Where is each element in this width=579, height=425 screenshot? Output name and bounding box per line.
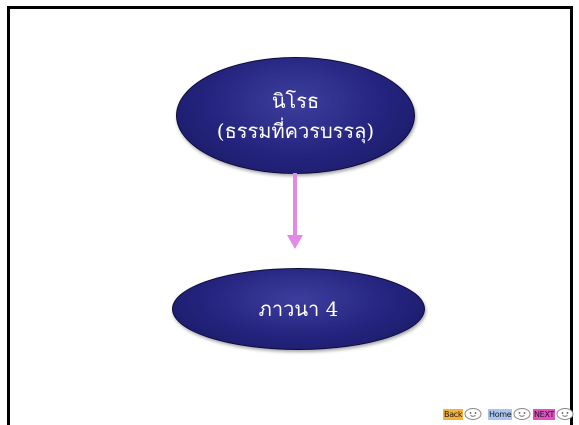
node-nirodha-subtitle: (ธรรมที่ควรบรรลุ): [216, 118, 375, 143]
next-button[interactable]: NEXT: [533, 406, 574, 420]
node-bhavana-label: ภาวนา 4: [258, 297, 339, 321]
home-button-label: Home: [488, 409, 513, 420]
next-button-label: NEXT: [533, 409, 556, 420]
slide-frame-left: [7, 6, 10, 425]
back-button[interactable]: Back: [443, 406, 482, 420]
node-bhavana: ภาวนา 4: [172, 268, 425, 350]
smiley-face-icon: [556, 408, 574, 420]
node-nirodha-title: นิโรธ: [271, 88, 320, 113]
smiley-face-icon: [513, 408, 531, 420]
arrow-down-connector: [287, 173, 303, 249]
back-button-label: Back: [443, 409, 464, 420]
node-nirodha: นิโรธ (ธรรมที่ควรบรรลุ): [176, 57, 415, 174]
slide-frame-top: [7, 6, 573, 9]
slide-frame-right: [570, 6, 573, 425]
home-button[interactable]: Home: [488, 406, 531, 420]
smiley-face-icon: [464, 408, 482, 420]
